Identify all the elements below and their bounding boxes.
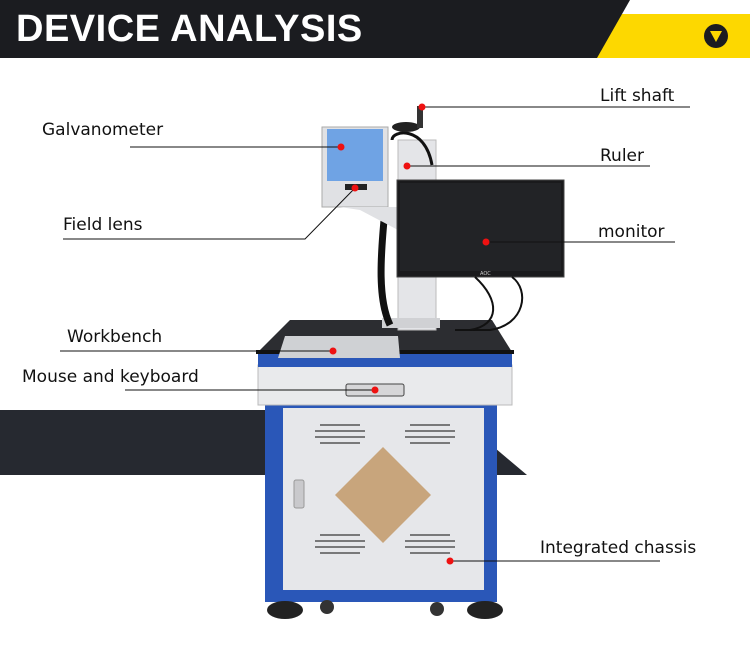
background-band-tip [495, 448, 527, 475]
header-yellow-band [584, 14, 750, 58]
marker-dots [329, 103, 490, 565]
monitor: AOC [396, 179, 565, 331]
label-integrated-chassis: Integrated chassis [540, 538, 697, 558]
monitor-brand: AOC [480, 271, 491, 277]
leader-lines [60, 106, 690, 562]
mouse-keyboard-drawer [257, 364, 513, 406]
label-lift-shaft: Lift shaft [600, 86, 675, 106]
label-mouse-keyboard: Mouse and keyboard [22, 367, 199, 387]
workbench [256, 320, 514, 367]
integrated-chassis [265, 402, 503, 619]
page-title: DEVICE ANALYSIS [16, 8, 363, 50]
galvanometer [321, 126, 398, 230]
chevron-down-circle-icon [704, 24, 728, 48]
label-field-lens: Field lens [63, 215, 143, 235]
label-monitor: monitor [598, 222, 665, 242]
label-workbench: Workbench [67, 327, 163, 347]
label-galvanometer: Galvanometer [42, 120, 164, 140]
header-dark-band [0, 0, 630, 58]
background-band [0, 410, 270, 475]
label-ruler: Ruler [600, 146, 644, 166]
